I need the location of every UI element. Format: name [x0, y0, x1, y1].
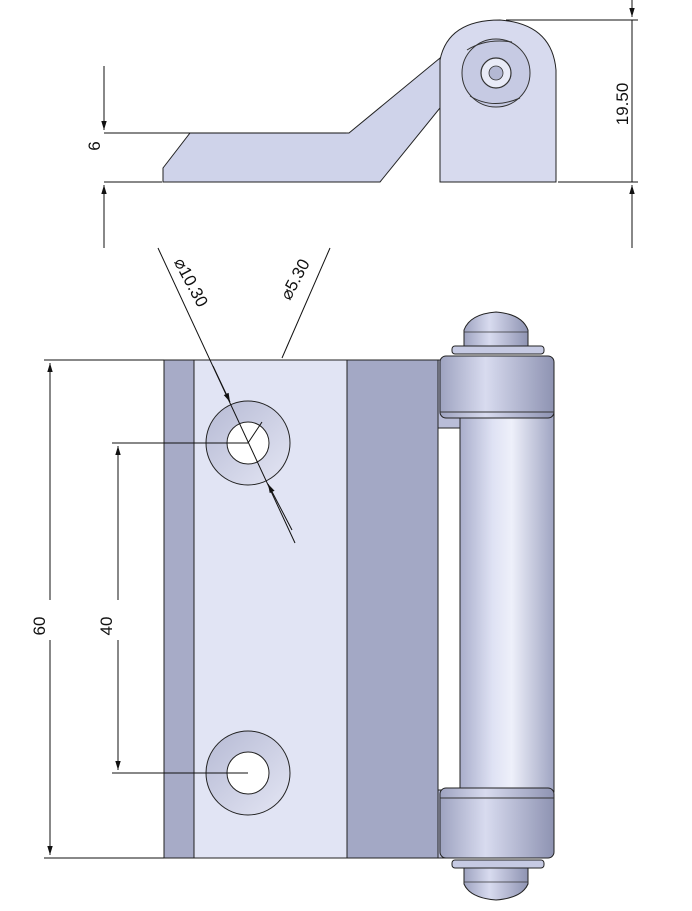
top-pin-cap-icon	[463, 311, 529, 347]
counterbore-diameter-label: ⌀10.30	[170, 255, 212, 311]
height-dimension-label: 19.50	[613, 83, 632, 126]
hole-diameter-label: ⌀5.30	[277, 256, 314, 303]
leaf-left-chamfer	[163, 359, 195, 859]
top-knuckle	[439, 355, 555, 419]
leaf-incline-face	[346, 359, 439, 859]
side-view-leaf	[162, 56, 441, 183]
bottom-pin-cap-icon	[463, 867, 529, 901]
overall-length-dimension-label: 60	[30, 617, 49, 636]
bottom-knuckle	[439, 787, 555, 859]
thickness-dimension-label: 6	[85, 141, 104, 150]
side-view: 6 19.50	[85, 0, 638, 248]
front-view: ⌀10.30 ⌀5.30 40 60	[30, 247, 555, 901]
hinge-barrel	[459, 411, 555, 793]
hole-spacing-dimension-label: 40	[97, 617, 116, 636]
